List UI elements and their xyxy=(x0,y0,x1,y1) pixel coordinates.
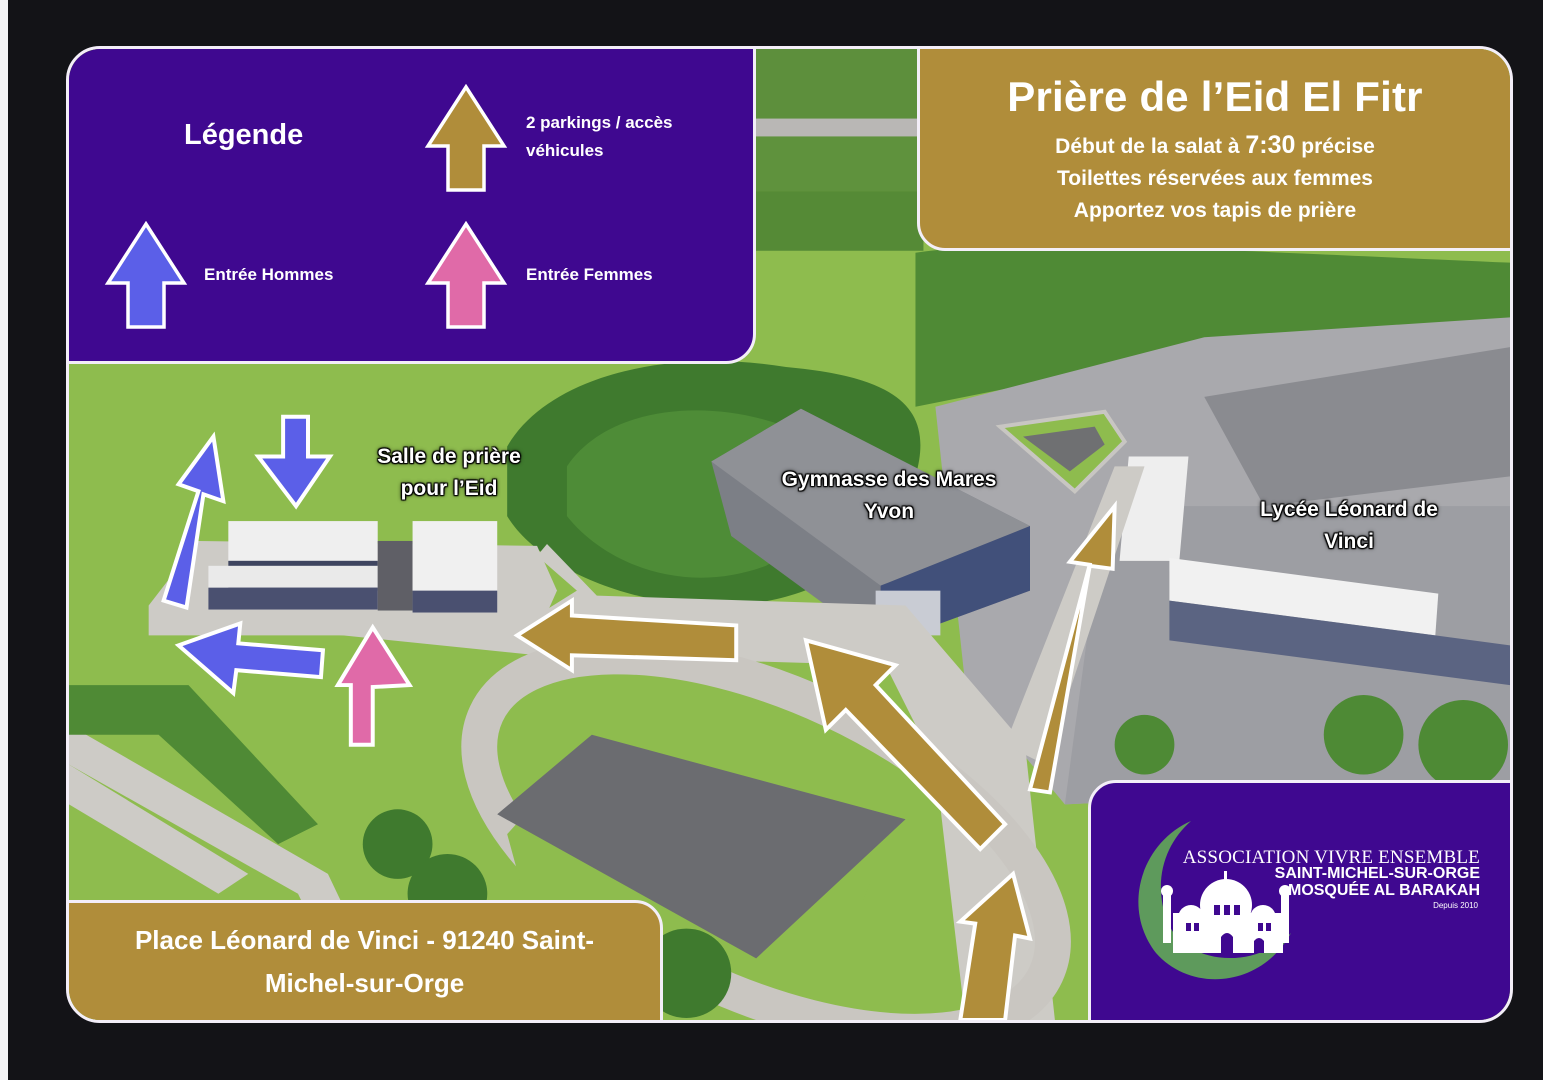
vehicle-arrow-to-lycee xyxy=(1027,500,1117,795)
association-city: SAINT-MICHEL-SUR-ORGE xyxy=(1274,865,1480,882)
vehicle-arrow-entry xyxy=(955,870,1033,1020)
toilets-notice: Toilettes réservées aux femmes xyxy=(1057,167,1373,190)
blue-arrow-icon xyxy=(104,221,188,329)
lycee-label: Lycée Léonard de Vinci xyxy=(1234,494,1464,558)
legend-men-label: Entrée Hommes xyxy=(204,265,334,284)
event-info-panel: Prière de l’Eid El Fitr Début de la sala… xyxy=(917,49,1510,251)
legend-parking-line2: véhicules xyxy=(526,141,604,160)
legend-item-men: Entrée Hommes xyxy=(204,261,333,289)
men-arrow-left xyxy=(174,620,326,697)
vehicle-arrow-to-gym xyxy=(803,637,1008,852)
lycee-label-line2: Vinci xyxy=(1324,530,1374,553)
gym-label-line2: Yvon xyxy=(863,500,915,523)
vehicle-arrow-to-hall xyxy=(513,596,739,674)
lycee-label-line1: Lycée Léonard de xyxy=(1260,498,1438,521)
address-panel: Place Léonard de Vinci - 91240 Saint- Mi… xyxy=(69,900,663,1020)
men-arrow-down xyxy=(254,414,334,510)
legend-title: Légende xyxy=(184,119,304,151)
prayer-hall-label-line1: Salle de prière xyxy=(377,445,521,468)
start-time-prefix: Début de la salat à xyxy=(1055,135,1246,158)
prayer-mat-notice: Apportez vos tapis de prière xyxy=(1073,199,1357,222)
association-logo-panel: ASSOCIATION VIVRE ENSEMBLE SAINT-MICHEL-… xyxy=(1088,780,1510,1020)
gold-arrow-icon xyxy=(424,84,508,192)
legend-parking-line1: 2 parkings / accès xyxy=(526,113,673,132)
start-time-value: 7:30 xyxy=(1245,131,1296,159)
crescent-mosque-icon xyxy=(1138,821,1291,980)
pink-arrow-icon xyxy=(424,221,508,329)
address-line1: Place Léonard de Vinci - 91240 Saint- xyxy=(134,925,595,955)
left-edge xyxy=(0,0,8,1080)
women-arrow-up xyxy=(334,623,414,747)
legend-item-women: Entrée Femmes xyxy=(526,261,653,289)
start-time-line: Début de la salat à 7:30 précise xyxy=(920,129,1510,163)
event-title: Prière de l’Eid El Fitr xyxy=(1007,73,1423,120)
address-line2: Michel-sur-Orge xyxy=(264,968,465,998)
start-time-suffix: précise xyxy=(1295,135,1375,158)
founded-since: Depuis 2010 xyxy=(1433,901,1478,910)
gym-label: Gymnasse des Mares Yvon xyxy=(759,464,1019,528)
association-name: ASSOCIATION VIVRE ENSEMBLE xyxy=(1182,847,1480,868)
legend-women-label: Entrée Femmes xyxy=(526,265,653,284)
prayer-hall-label: Salle de prière pour l’Eid xyxy=(354,441,544,505)
legend-panel: Légende 2 parkings / accès véhicules Ent… xyxy=(69,49,756,364)
legend-item-parking: 2 parkings / accès véhicules xyxy=(526,109,672,165)
prayer-hall-label-line2: pour l’Eid xyxy=(400,477,498,500)
gym-label-line1: Gymnasse des Mares xyxy=(781,468,997,491)
mosque-name: MOSQUÉE AL BARAKAH xyxy=(1287,882,1480,899)
men-arrow-up xyxy=(161,431,226,611)
flyer-card: Salle de prière pour l’Eid Gymnasse des … xyxy=(66,46,1513,1023)
